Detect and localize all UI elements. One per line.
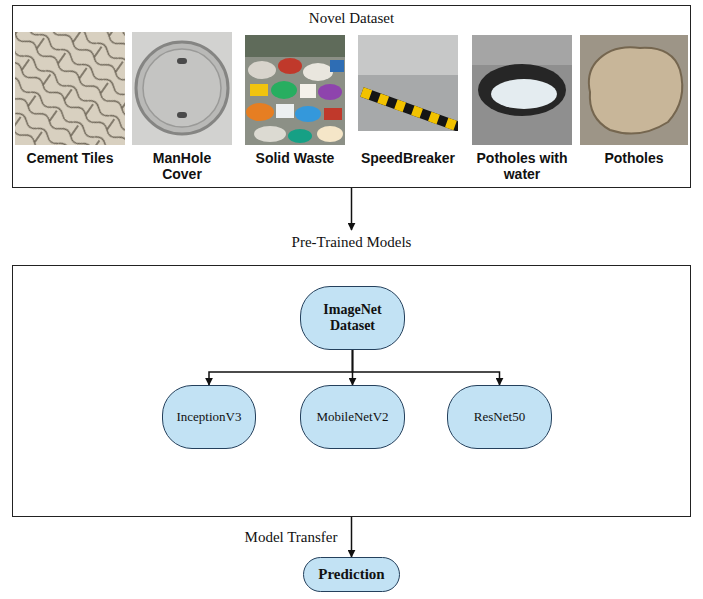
waste-item: [300, 84, 316, 98]
arrow-connector: [209, 350, 353, 385]
tile-joints: [15, 32, 125, 145]
image-caption: Potholes: [584, 150, 684, 166]
waste-item: [303, 63, 333, 81]
waste-item: [250, 84, 268, 96]
waste-item: [254, 126, 286, 142]
waste-item: [271, 81, 297, 99]
group-heading: Pre-Trained Models: [12, 233, 691, 251]
waste-item: [278, 58, 302, 74]
breaker-band: [362, 92, 458, 128]
waste-ground: [245, 35, 345, 145]
image-caption: ManHole Cover: [132, 150, 232, 182]
solid-waste-photo: [245, 35, 345, 145]
dataset-box: Novel Dataset: [12, 5, 691, 188]
node-text: Prediction: [318, 566, 384, 583]
manhole-photo: [132, 32, 232, 145]
waste-item: [317, 126, 343, 142]
model-pill: ResNet50: [447, 385, 552, 449]
node-text: ImageNet Dataset: [308, 302, 397, 334]
model-pill: MobileNetV2: [300, 385, 405, 449]
waste-item: [324, 108, 342, 120]
arrow-connector: [351, 517, 353, 557]
cement-tiles-photo: [15, 32, 125, 145]
node-text: ResNet50: [474, 410, 525, 425]
waste-item: [276, 104, 294, 118]
model-pill: Prediction: [303, 557, 400, 592]
manhole-rim: [136, 42, 228, 134]
image-caption: SpeedBreaker: [358, 150, 458, 166]
waste-item: [330, 60, 344, 72]
waste-item: [248, 61, 276, 79]
pothole-water-photo: [472, 35, 572, 145]
pothole: [478, 64, 566, 116]
group-box: Pre-Trained ModelsImageNet DatasetIncept…: [12, 230, 691, 517]
pothole: [589, 47, 682, 133]
pothole-photo: [580, 35, 688, 145]
speedbreaker-photo: [358, 35, 462, 131]
asphalt-light: [472, 35, 572, 65]
tile-ground: [15, 32, 125, 145]
lid-slot: [177, 58, 187, 64]
model-pill: InceptionV3: [162, 385, 256, 449]
arrow-connector: [353, 350, 500, 385]
asphalt: [472, 35, 572, 145]
image-caption: Potholes with water: [472, 150, 572, 182]
water: [491, 79, 557, 109]
edge-label: Model Transfer: [243, 528, 340, 546]
waste-item: [318, 84, 342, 100]
manhole-lid: [143, 49, 221, 127]
node-text: InceptionV3: [177, 410, 242, 425]
road-ground-light: [358, 35, 458, 75]
waste-item: [295, 106, 321, 122]
asphalt: [580, 35, 688, 145]
manhole-ground: [132, 32, 232, 145]
waste-back: [245, 35, 345, 57]
node-text: MobileNetV2: [316, 410, 388, 425]
breaker-stripes: [362, 92, 458, 128]
lid-slot: [177, 112, 187, 118]
image-caption: Cement Tiles: [20, 150, 120, 166]
model-pill: ImageNet Dataset: [300, 286, 405, 350]
waste-item: [288, 129, 312, 143]
waste-item: [246, 103, 274, 121]
group-heading: Novel Dataset: [13, 9, 690, 27]
arrow-connector: [351, 188, 353, 230]
image-caption: Solid Waste: [245, 150, 345, 166]
